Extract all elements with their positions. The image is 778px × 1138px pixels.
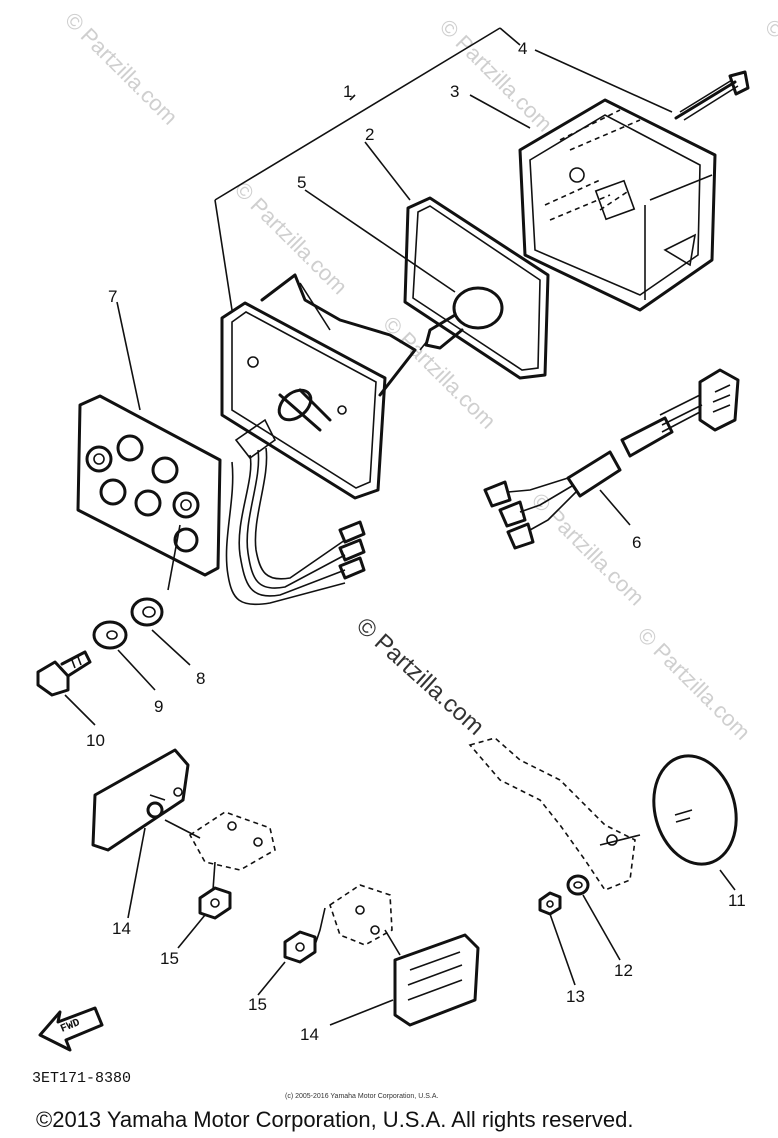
- bracket-right: [468, 737, 641, 891]
- part-6-harness: [483, 368, 740, 550]
- watermark-group: © Partzilla.com © Partzilla.com © Partzi…: [60, 7, 778, 745]
- callout-1: 1: [343, 82, 352, 101]
- callout-8: 8: [196, 669, 205, 688]
- callout-9: 9: [154, 697, 163, 716]
- watermark-tile: © Partzilla.com: [60, 7, 183, 130]
- watermark-tile: © Partzilla.com: [230, 177, 353, 300]
- callout-3: 3: [450, 82, 459, 101]
- callout-4: 4: [518, 39, 527, 58]
- part-14-reflector-left: [91, 748, 190, 852]
- callout-13: 13: [566, 987, 585, 1006]
- callout-14-upper: 14: [112, 919, 131, 938]
- small-copyright: (c) 2005-2016 Yamaha Motor Corporation, …: [285, 1093, 438, 1100]
- watermark-tile: © Partzilla.com: [527, 488, 650, 611]
- part-5-bulb: [419, 286, 504, 351]
- callout-12: 12: [614, 961, 633, 980]
- fwd-arrow: FWD: [38, 1006, 104, 1052]
- callout-15-lower: 15: [248, 995, 267, 1014]
- part-8-grommet: [130, 597, 164, 627]
- callout-15-upper: 15: [160, 949, 179, 968]
- part-1-housing: [220, 273, 417, 500]
- watermark-tile: © Partzilla.com: [760, 14, 778, 137]
- callout-6: 6: [632, 533, 641, 552]
- part-code: 3ET171-8380: [32, 1070, 131, 1087]
- part-3-lens: [518, 98, 717, 312]
- callout-11: 11: [728, 891, 746, 910]
- callout-5: 5: [297, 173, 306, 192]
- callout-2: 2: [365, 125, 374, 144]
- lens-texture: [544, 109, 697, 267]
- bracket-lower-center: [329, 884, 393, 946]
- part-12-washer: [566, 874, 590, 896]
- part-13-nut: [538, 891, 562, 916]
- footer-copyright: ©2013 Yamaha Motor Corporation, U.S.A. A…: [36, 1107, 633, 1132]
- part-4-screw: [674, 70, 750, 121]
- watermark-tile: © Partzilla.com: [633, 622, 756, 745]
- part-10-bolt: [36, 650, 92, 697]
- part-9-washer: [92, 620, 128, 650]
- callout-14-lower: 14: [300, 1025, 319, 1044]
- housing-wires: [225, 447, 366, 606]
- callout-10: 10: [86, 731, 105, 750]
- callout-7: 7: [108, 287, 117, 306]
- watermark-tile: © Partzilla.com: [435, 14, 558, 137]
- watermark-center: © Partzilla.com: [351, 612, 489, 740]
- leader-lines: [64, 27, 736, 1026]
- bracket-left: [164, 811, 276, 891]
- callout-labels: 1 2 3 4 5 6 7 8 9 10 11 12 13 14 15 14 1…: [86, 39, 746, 1044]
- part-11-reflector: [652, 754, 738, 866]
- part-15-nut-upper: [198, 886, 232, 920]
- part-2-gasket: [403, 196, 550, 380]
- part-7-plate: [76, 394, 222, 577]
- part-14-reflector-lower: [384, 929, 480, 1027]
- part-15-nut-lower: [283, 907, 326, 964]
